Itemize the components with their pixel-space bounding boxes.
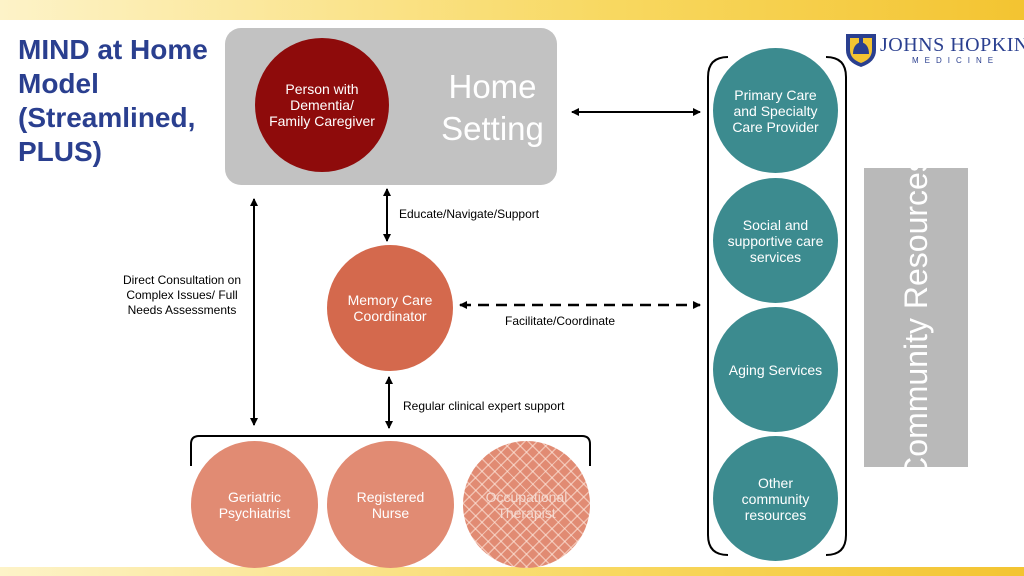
logo-subtitle: MEDICINE bbox=[912, 56, 1000, 65]
slide-title: MIND at Home Model (Streamlined, PLUS) bbox=[18, 34, 208, 167]
team-bracket bbox=[190, 435, 591, 466]
dome-shield-icon bbox=[846, 34, 876, 67]
community-resources-box bbox=[864, 168, 968, 467]
other-resources-node: Other community resources bbox=[713, 436, 838, 561]
aging-services-node: Aging Services bbox=[713, 307, 838, 432]
regular-support-label: Regular clinical expert support bbox=[403, 399, 565, 413]
top-accent-bar bbox=[0, 0, 1024, 20]
bottom-accent-bar bbox=[0, 567, 1024, 576]
direct-consultation-label: Direct Consultation on Complex Issues/ F… bbox=[122, 273, 242, 317]
logo-name: JOHNS HOPKINS bbox=[880, 34, 1024, 56]
memory-care-coordinator-node: Memory Care Coordinator bbox=[327, 245, 453, 371]
educate-label: Educate/Navigate/Support bbox=[399, 207, 540, 221]
facilitate-label: Facilitate/Coordinate bbox=[505, 314, 616, 328]
home-setting-label: Home Setting bbox=[441, 68, 544, 147]
community-bracket-right bbox=[825, 56, 847, 556]
community-bracket-left bbox=[707, 56, 729, 556]
person-with-dementia-node: Person with Dementia/ Family Caregiver bbox=[255, 38, 389, 172]
occupational-therapist-node: Occupational Therapist bbox=[463, 441, 590, 568]
social-services-node: Social and supportive care services bbox=[713, 178, 838, 303]
geriatric-psychiatrist-node: Geriatric Psychiatrist bbox=[191, 441, 318, 568]
registered-nurse-node: Registered Nurse bbox=[327, 441, 454, 568]
primary-care-node: Primary Care and Specialty Care Provider bbox=[713, 48, 838, 173]
